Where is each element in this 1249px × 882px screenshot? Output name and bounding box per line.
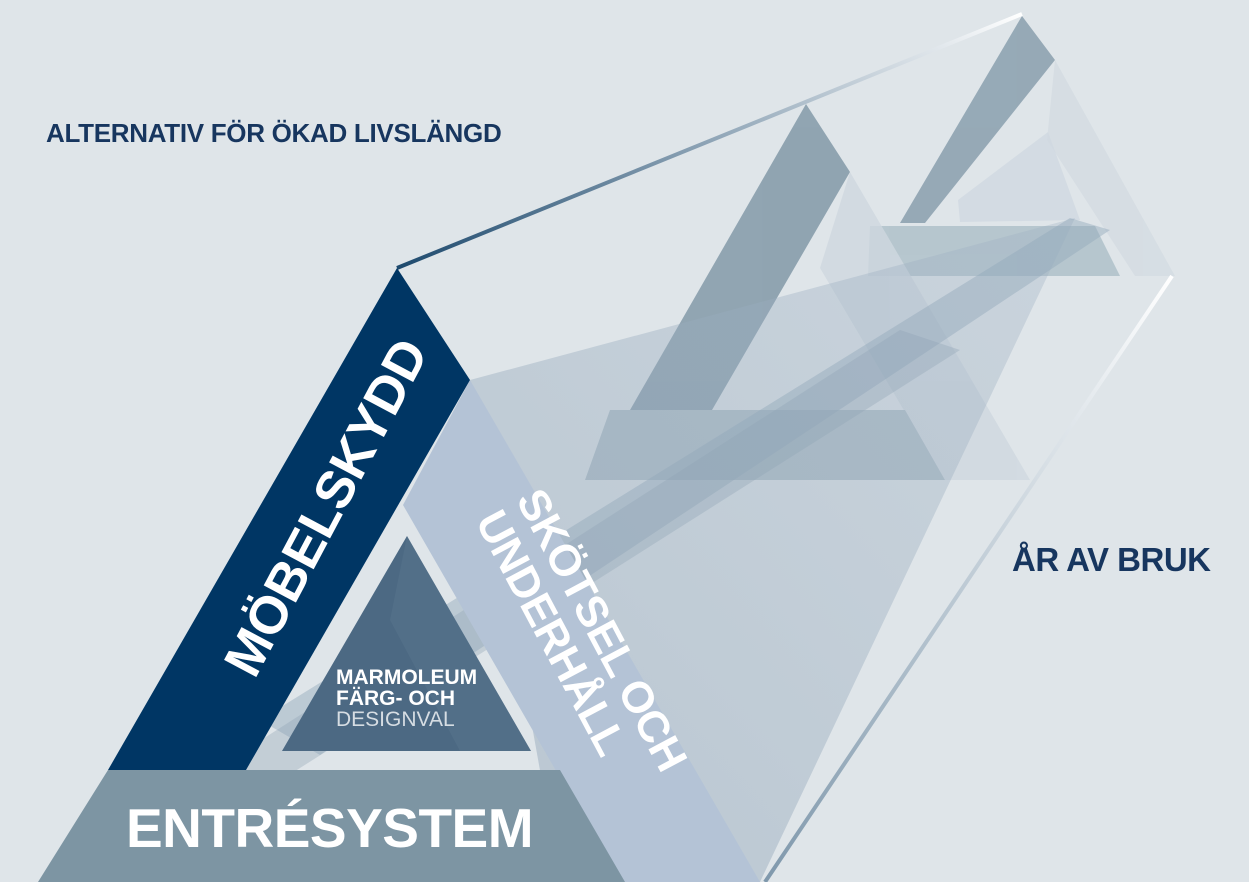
- center-label-line3: DESIGNVAL: [336, 708, 455, 731]
- left-side-band: [108, 268, 470, 770]
- years-label: ÅR AV BRUK: [1012, 541, 1211, 578]
- center-label-line1: MARMOLEUM: [336, 666, 478, 689]
- base-band: [38, 770, 625, 882]
- right-side-band: [403, 380, 760, 882]
- inner-triangle-shade: [390, 536, 531, 751]
- center-label-line2: FÄRG- OCH: [336, 687, 455, 710]
- inner-triangle: [282, 536, 531, 751]
- center-label: MARMOLEUM FÄRG- OCH DESIGNVAL: [336, 667, 477, 730]
- edge-top: [396, 12, 1023, 270]
- base-label: ENTRÉSYSTEM: [126, 797, 534, 859]
- title-label: ALTERNATIV FÖR ÖKAD LIVSLÄNGD: [46, 118, 502, 148]
- edge-right: [763, 274, 1174, 882]
